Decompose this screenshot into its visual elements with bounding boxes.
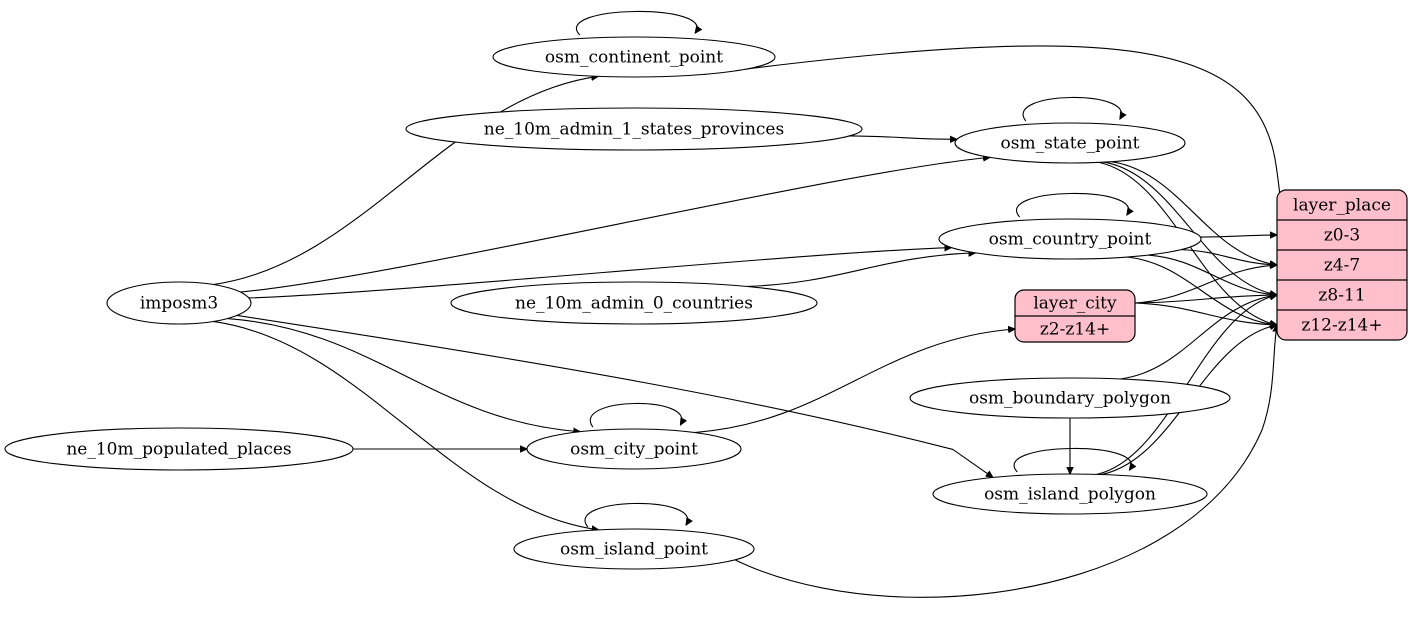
edge-path-26 bbox=[1134, 295, 1277, 304]
node-label-osm_island_polygon: osm_island_polygon bbox=[984, 485, 1156, 505]
edge-path-10 bbox=[1022, 96, 1121, 122]
graph-edge-osm_continent_point-to-osm_continent_point bbox=[576, 10, 697, 36]
record-label-layer_place_z0_3[interactable]: z0-3 bbox=[1324, 226, 1360, 246]
graph-node-osm_boundary_polygon[interactable]: osm_boundary_polygon bbox=[909, 377, 1231, 419]
edge-path-12 bbox=[589, 402, 682, 428]
graph-edge-layer_city_title-to-layer_place_z8_11 bbox=[1134, 295, 1277, 304]
node-shape-ne_10m_populated_places bbox=[4, 427, 354, 471]
node-shape-osm_boundary_polygon bbox=[909, 377, 1231, 419]
node-label-osm_continent_point: osm_continent_point bbox=[545, 48, 723, 68]
node-label-osm_country_point: osm_country_point bbox=[989, 230, 1152, 250]
graph-node-ne_10m_admin_0_countries[interactable]: ne_10m_admin_0_countries bbox=[450, 281, 818, 325]
edge-path-25 bbox=[1134, 265, 1277, 304]
node-shape-osm_continent_point bbox=[492, 36, 776, 78]
graph-edge-osm_city_point-to-layer_city_z2 bbox=[694, 329, 1015, 434]
edge-path-14 bbox=[1013, 447, 1131, 473]
node-label-ne_10m_admin_0_countries: ne_10m_admin_0_countries bbox=[515, 294, 753, 314]
edge-path-2 bbox=[248, 248, 952, 299]
node-label-ne_10m_populated_places: ne_10m_populated_places bbox=[66, 440, 291, 460]
edge-path-28 bbox=[1120, 295, 1277, 380]
record-label-layer_place_z8_11[interactable]: z8-11 bbox=[1318, 286, 1365, 306]
node-shape-osm_country_point bbox=[938, 218, 1202, 260]
node-shape-ne_10m_admin_0_countries bbox=[450, 281, 818, 325]
edge-path-0 bbox=[213, 76, 598, 286]
nodes-layer: imposm3 osm_continent_point ne_10m_admin_1… bbox=[4, 36, 1231, 570]
node-label-osm_boundary_polygon: osm_boundary_polygon bbox=[969, 389, 1171, 409]
graph-edge-osm_state_point-to-osm_state_point bbox=[1022, 96, 1121, 122]
graph-edge-osm_country_point-to-layer_place_z8_11 bbox=[1147, 254, 1277, 295]
node-label-imposm3: imposm3 bbox=[140, 294, 218, 314]
record-label-layer_place_z12[interactable]: z12-z14+ bbox=[1301, 316, 1382, 336]
graph-node-osm_island_point[interactable]: osm_island_point bbox=[513, 528, 755, 570]
graph-edge-osm_country_point-to-layer_place_z0_3 bbox=[1200, 235, 1277, 237]
graph-edge-osm_state_point-to-layer_place_z8_11 bbox=[1104, 161, 1277, 295]
record-label-layer_city_z2[interactable]: z2-z14+ bbox=[1040, 320, 1110, 340]
record-label-layer_place_title[interactable]: layer_place bbox=[1293, 196, 1391, 216]
edge-path-27 bbox=[1134, 302, 1277, 325]
node-label-osm_city_point: osm_city_point bbox=[570, 440, 698, 460]
records-layer: layer_city z2-z14+ layer_place z0-3 z4-7 z8-1… bbox=[1014, 189, 1408, 343]
record-label-layer_place_z4_7[interactable]: z4-7 bbox=[1324, 256, 1360, 276]
node-shape-osm_island_point bbox=[513, 528, 755, 570]
graph-edge-osm_country_point-to-layer_place_z4_7 bbox=[1181, 249, 1277, 265]
graph-node-osm_island_polygon[interactable]: osm_island_polygon bbox=[932, 473, 1208, 515]
edge-path-23 bbox=[1126, 256, 1277, 325]
edge-path-31 bbox=[689, 325, 1277, 598]
node-shape-osm_city_point bbox=[526, 428, 742, 470]
graph-node-osm_city_point[interactable]: osm_city_point bbox=[526, 428, 742, 470]
record-node-layer_place[interactable]: layer_place z0-3 z4-7 z8-11 z12-z14+ bbox=[1276, 189, 1408, 341]
node-shape-osm_island_polygon bbox=[932, 473, 1208, 515]
graph-edge-imposm3-to-osm_city_point bbox=[227, 317, 580, 432]
node-shape-imposm3 bbox=[106, 281, 252, 325]
edge-path-9 bbox=[576, 10, 697, 36]
graph-node-osm_continent_point[interactable]: osm_continent_point bbox=[492, 36, 776, 78]
graph-edge-osm_country_point-to-layer_place_z12 bbox=[1126, 256, 1277, 325]
edge-path-22 bbox=[1147, 254, 1277, 295]
edge-path-3 bbox=[227, 317, 580, 432]
graph-edge-osm_island_point-to-osm_island_point bbox=[584, 502, 688, 528]
edge-path-17 bbox=[1111, 161, 1277, 265]
graph-edge-imposm3-to-osm_country_point bbox=[248, 248, 952, 299]
graph-node-osm_state_point[interactable]: osm_state_point bbox=[954, 122, 1186, 164]
edge-path-13 bbox=[584, 502, 688, 528]
graph-edge-imposm3-to-osm_island_point bbox=[213, 320, 598, 529]
node-label-osm_state_point: osm_state_point bbox=[1001, 134, 1140, 154]
graph-edge-layer_city_title-to-layer_place_z4_7 bbox=[1134, 265, 1277, 304]
record-box-layer_place bbox=[1276, 189, 1408, 341]
graph-node-osm_country_point[interactable]: osm_country_point bbox=[938, 218, 1202, 260]
graph-edge-imposm3-to-osm_state_point bbox=[240, 157, 990, 293]
node-label-ne_10m_admin_1_states_provinces: ne_10m_admin_1_states_provinces bbox=[484, 120, 784, 140]
graph-node-ne_10m_populated_places[interactable]: ne_10m_populated_places bbox=[4, 427, 354, 471]
graph-edge-osm_island_point-to-layer_place_z12 bbox=[689, 325, 1277, 598]
graph-edge-osm_state_point-to-layer_place_z4_7 bbox=[1111, 161, 1277, 265]
graph-edge-osm_city_point-to-osm_city_point bbox=[589, 402, 682, 428]
edge-path-11 bbox=[1016, 192, 1129, 218]
graph-edge-imposm3-to-osm_continent_point bbox=[213, 76, 598, 286]
graph-node-imposm3[interactable]: imposm3 bbox=[106, 281, 252, 325]
node-label-osm_island_point: osm_island_point bbox=[560, 540, 708, 560]
graph-node-ne_10m_admin_1_states_provinces[interactable]: ne_10m_admin_1_states_provinces bbox=[405, 107, 863, 151]
edge-path-21 bbox=[1181, 249, 1277, 265]
edge-path-4 bbox=[213, 320, 598, 529]
graph-edge-osm_country_point-to-osm_country_point bbox=[1016, 192, 1129, 218]
graph-edge-imposm3-to-osm_island_polygon bbox=[236, 314, 993, 477]
node-shape-ne_10m_admin_1_states_provinces bbox=[405, 107, 863, 151]
record-node-layer_city[interactable]: layer_city z2-z14+ bbox=[1014, 289, 1136, 343]
edge-path-6 bbox=[849, 135, 957, 139]
edge-path-24 bbox=[694, 329, 1015, 434]
edge-path-20 bbox=[1200, 235, 1277, 237]
graph-edge-osm_boundary_polygon-to-layer_place_z8_11 bbox=[1120, 295, 1277, 380]
edge-path-18 bbox=[1104, 161, 1277, 295]
edge-path-5 bbox=[236, 314, 993, 477]
node-shape-osm_state_point bbox=[954, 122, 1186, 164]
graph-edge-ne_10m_admin_0_countries-to-osm_country_point bbox=[746, 253, 976, 288]
graph-edge-osm_island_polygon-to-osm_island_polygon bbox=[1013, 447, 1131, 473]
edge-path-1 bbox=[240, 157, 990, 293]
edge-path-7 bbox=[746, 253, 976, 288]
graph-edge-ne_10m_admin_1_states_provinces-to-osm_state_point bbox=[849, 135, 957, 139]
graph-edge-layer_city_title-to-layer_place_z12 bbox=[1134, 302, 1277, 325]
record-label-layer_city_title[interactable]: layer_city bbox=[1033, 294, 1117, 314]
